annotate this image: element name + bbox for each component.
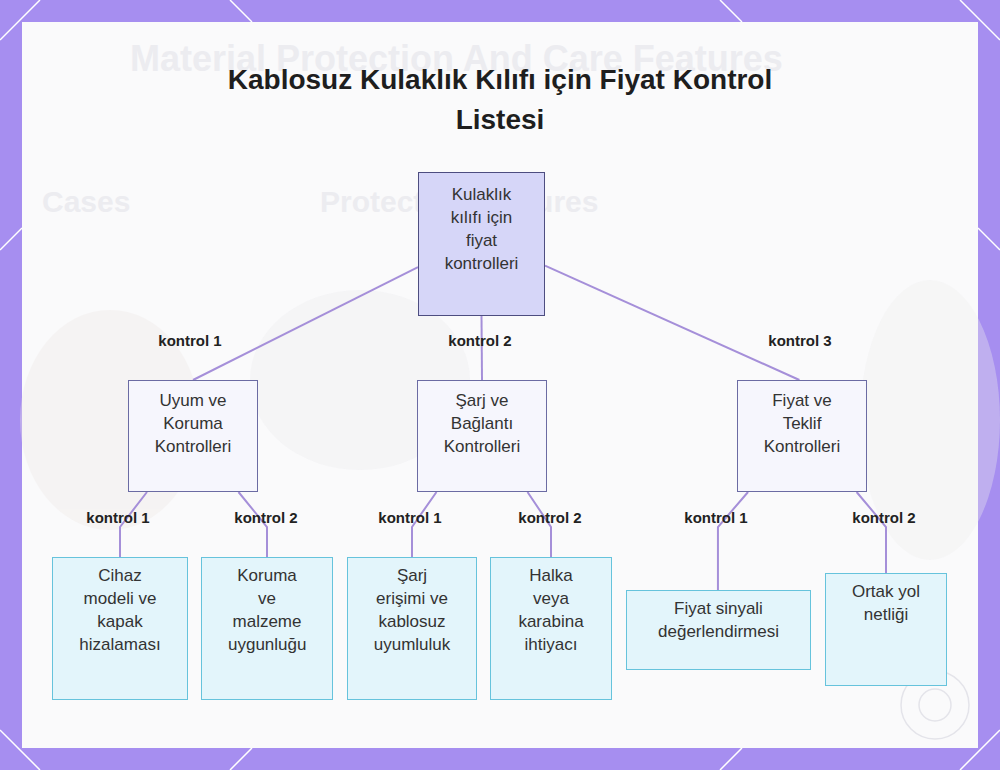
- box-text: Halka veya karabina ihtiyacı: [514, 564, 588, 656]
- edge-label: kontrol 1: [378, 509, 441, 526]
- root-box: Kulaklık kılıfı için fiyat kontrolleri: [418, 172, 545, 316]
- check-box: Koruma ve malzeme uygunluğu: [201, 557, 333, 700]
- box-text: Şarj ve Bağlantı Kontrolleri: [432, 389, 532, 458]
- check-box: Cihaz modeli ve kapak hizalaması: [52, 557, 188, 700]
- category-box: Fiyat ve Teklif Kontrolleri: [737, 380, 867, 492]
- edge-label: kontrol 1: [158, 332, 221, 349]
- edge-label: kontrol 3: [768, 332, 831, 349]
- box-text: Koruma ve malzeme uygunluğu: [228, 564, 306, 656]
- edge-label: kontrol 2: [852, 509, 915, 526]
- edge-label: kontrol 2: [518, 509, 581, 526]
- box-text: Fiyat ve Teklif Kontrolleri: [752, 389, 852, 458]
- box-text: Uyum ve Koruma Kontrolleri: [143, 389, 243, 458]
- connector-line: [718, 492, 748, 590]
- category-box: Şarj ve Bağlantı Kontrolleri: [417, 380, 547, 492]
- faded-photo: [20, 280, 1000, 560]
- check-box: Şarj erişimi ve kablosuz uyumluluk: [347, 557, 477, 700]
- edge-label: kontrol 2: [448, 332, 511, 349]
- edge-label: kontrol 1: [86, 509, 149, 526]
- box-text: Kulaklık kılıfı için fiyat kontrolleri: [437, 183, 526, 275]
- connector-line: [857, 492, 886, 573]
- check-box: Halka veya karabina ihtiyacı: [490, 557, 612, 700]
- connector-line: [545, 266, 799, 380]
- edge-label: kontrol 1: [684, 509, 747, 526]
- box-text: Fiyat sinyali değerlendirmesi: [637, 597, 800, 643]
- check-box: Ortak yol netliği: [825, 573, 947, 686]
- edge-label: kontrol 2: [234, 509, 297, 526]
- watermark-text: Cases: [42, 185, 130, 219]
- check-box: Fiyat sinyali değerlendirmesi: [626, 590, 811, 670]
- inner-panel: [22, 22, 978, 748]
- connector-line: [193, 267, 418, 380]
- category-box: Uyum ve Koruma Kontrolleri: [128, 380, 258, 492]
- box-text: Ortak yol netliği: [847, 580, 925, 626]
- box-text: Cihaz modeli ve kapak hizalaması: [77, 564, 163, 656]
- diagram-title: Kablosuz Kulaklık Kılıfı için Fiyat Kont…: [200, 60, 800, 140]
- box-text: Şarj erişimi ve kablosuz uyumluluk: [370, 564, 454, 656]
